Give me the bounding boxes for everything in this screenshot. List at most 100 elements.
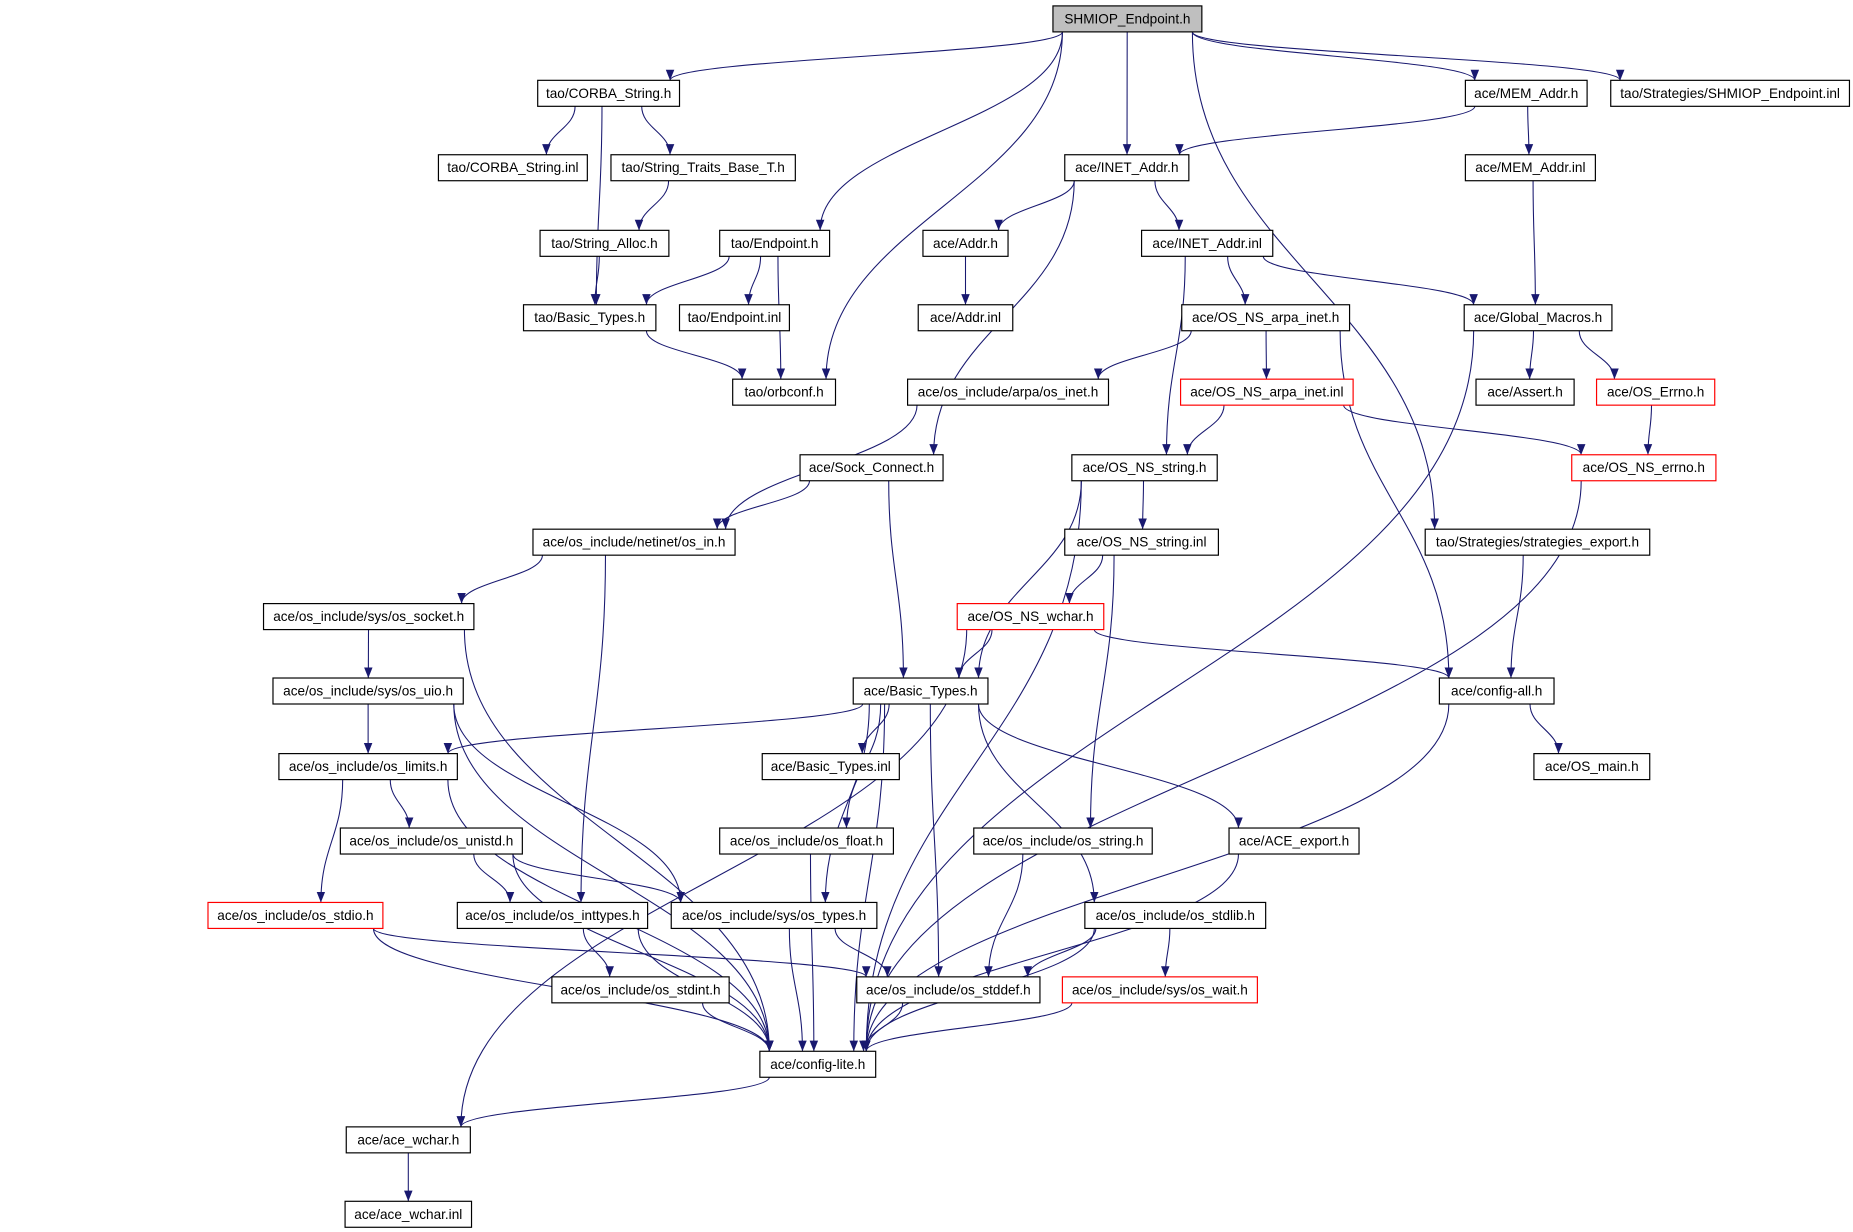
file-node[interactable]: ace/INET_Addr.h [1064, 154, 1190, 182]
file-node[interactable]: ace/Basic_Types.inl [761, 753, 900, 781]
file-node[interactable]: ace/os_include/os_string.h [973, 827, 1153, 855]
file-node[interactable]: ace/os_include/os_unistd.h [339, 827, 523, 855]
dependency-edge [815, 31, 1063, 231]
node-label: tao/CORBA_String.h [546, 86, 671, 101]
file-node[interactable]: ace/os_include/os_inttypes.h [456, 901, 649, 930]
file-node[interactable]: ace/INET_Addr.inl [1140, 229, 1274, 257]
file-node[interactable]: ace/OS_NS_errno.h [1571, 454, 1717, 482]
node-box [339, 827, 523, 855]
dependency-edge [862, 854, 1240, 1052]
dependency-edge [809, 854, 819, 1052]
file-node[interactable]: ace/os_include/os_stdio.h [207, 901, 384, 930]
node-box [917, 304, 1014, 332]
node-box [610, 154, 796, 182]
node-box [1533, 753, 1651, 781]
file-node[interactable]: ace/os_include/arpa/os_inet.h [907, 378, 1110, 406]
node-label: ace/os_include/os_stddef.h [866, 982, 1031, 997]
node-label: ace/OS_NS_string.inl [1077, 535, 1207, 550]
file-node[interactable]: ace/os_include/sys/os_socket.h [262, 603, 475, 631]
node-box [539, 229, 670, 257]
node-label: ace/Global_Macros.h [1474, 310, 1602, 325]
file-node[interactable]: tao/String_Traits_Base_T.h [610, 154, 796, 182]
dependency-edge [642, 256, 730, 305]
file-node[interactable]: tao/Strategies/SHMIOP_Endpoint.inl [1610, 79, 1851, 107]
node-label: ace/ace_wchar.inl [354, 1207, 462, 1222]
dependency-edge [1183, 405, 1225, 455]
node-label: ace/os_include/sys/os_wait.h [1072, 982, 1248, 997]
file-node[interactable]: ace/Addr.inl [917, 304, 1014, 332]
file-node[interactable]: ace/Basic_Types.h [852, 677, 989, 705]
file-node[interactable]: ace/MEM_Addr.h [1464, 79, 1588, 107]
dependency-edge [984, 854, 1024, 977]
dependency-edge [1643, 405, 1653, 455]
dependency-edge [929, 703, 943, 977]
dependency-edge [641, 106, 675, 155]
node-box [852, 677, 989, 705]
file-node[interactable]: ace/Assert.h [1475, 378, 1575, 406]
node-label: ace/os_include/sys/os_types.h [682, 908, 866, 923]
node-box [1595, 378, 1716, 406]
dependency-edge [665, 31, 1063, 81]
dependency-edge [861, 480, 1082, 1052]
file-node[interactable]: ace/Sock_Connect.h [799, 454, 944, 482]
file-node[interactable]: ace/os_include/os_limits.h [278, 753, 458, 781]
file-node[interactable]: ace/ace_wchar.h [345, 1126, 471, 1154]
file-node[interactable]: ace/OS_Errno.h [1595, 378, 1716, 406]
file-node[interactable]: ace/OS_NS_arpa_inet.inl [1179, 378, 1354, 406]
node-box [732, 378, 837, 406]
dependency-edge [1191, 31, 1479, 81]
dependency-edge [702, 1002, 774, 1052]
file-node[interactable]: ace/config-lite.h [759, 1050, 877, 1078]
file-node[interactable]: tao/Endpoint.h [719, 229, 831, 257]
file-node[interactable]: ace/os_include/sys/os_uio.h [272, 677, 464, 705]
file-node[interactable]: ace/os_include/os_stdlib.h [1084, 901, 1267, 930]
dependency-edge [1023, 928, 1097, 977]
node-label: ace/Assert.h [1487, 385, 1562, 400]
node-label: ace/os_include/os_inttypes.h [465, 908, 639, 923]
node-box [1064, 528, 1219, 556]
file-node[interactable]: tao/Strategies/strategies_export.h [1424, 528, 1651, 556]
node-label: ace/Addr.inl [930, 310, 1001, 325]
file-node[interactable]: ace/Addr.h [922, 229, 1009, 257]
node-box [907, 378, 1110, 406]
dependency-edge [1161, 928, 1171, 977]
dependency-edge [634, 180, 670, 231]
file-node[interactable]: ace/os_include/sys/os_wait.h [1061, 976, 1258, 1004]
file-node[interactable]: tao/CORBA_String.inl [437, 154, 588, 182]
file-node[interactable]: ace/ace_wchar.inl [344, 1200, 473, 1228]
node-box [537, 79, 681, 107]
file-node[interactable]: tao/CORBA_String.h [537, 79, 681, 107]
node-label: ace/os_include/sys/os_socket.h [273, 609, 464, 624]
node-label: ace/os_include/os_stdlib.h [1096, 908, 1255, 923]
dependency-edge [1524, 106, 1534, 155]
dependency-edge [453, 703, 774, 1052]
node-label: tao/String_Alloc.h [551, 236, 657, 251]
file-node[interactable]: ace/os_include/netinet/os_in.h [532, 528, 736, 556]
file-node[interactable]: ace/MEM_Addr.inl [1464, 154, 1596, 182]
file-node[interactable]: ace/Global_Macros.h [1463, 304, 1613, 332]
file-node[interactable]: tao/String_Alloc.h [539, 229, 670, 257]
file-node[interactable]: ace/ACE_export.h [1228, 827, 1360, 855]
node-label: ace/INET_Addr.h [1075, 160, 1178, 175]
file-node[interactable]: ace/os_include/os_stddef.h [856, 976, 1041, 1004]
file-node[interactable]: ace/OS_main.h [1533, 753, 1651, 781]
file-node[interactable]: tao/Endpoint.inl [678, 304, 791, 332]
file-node[interactable]: tao/Basic_Types.h [522, 304, 657, 332]
file-node[interactable]: ace/os_include/os_stdint.h [551, 976, 730, 1004]
node-label: tao/CORBA_String.inl [447, 160, 578, 175]
node-label: ace/os_include/os_stdint.h [560, 982, 720, 997]
dependency-edge [582, 928, 614, 977]
node-box [522, 304, 657, 332]
file-node[interactable]: ace/OS_NS_wchar.h [956, 603, 1105, 631]
node-label: ace/config-all.h [1451, 684, 1542, 699]
file-node[interactable]: ace/OS_NS_string.inl [1064, 528, 1219, 556]
node-label: ace/OS_Errno.h [1607, 385, 1704, 400]
node-box [1140, 229, 1274, 257]
file-node[interactable]: ace/OS_NS_arpa_inet.h [1181, 304, 1351, 332]
file-node[interactable]: ace/os_include/os_float.h [719, 827, 895, 855]
dependency-edge [456, 1077, 770, 1128]
file-node[interactable]: ace/OS_NS_string.h [1071, 454, 1218, 482]
file-node[interactable]: ace/os_include/sys/os_types.h [670, 901, 878, 930]
file-node[interactable]: tao/orbconf.h [732, 378, 837, 406]
file-node[interactable]: ace/config-all.h [1438, 677, 1555, 705]
